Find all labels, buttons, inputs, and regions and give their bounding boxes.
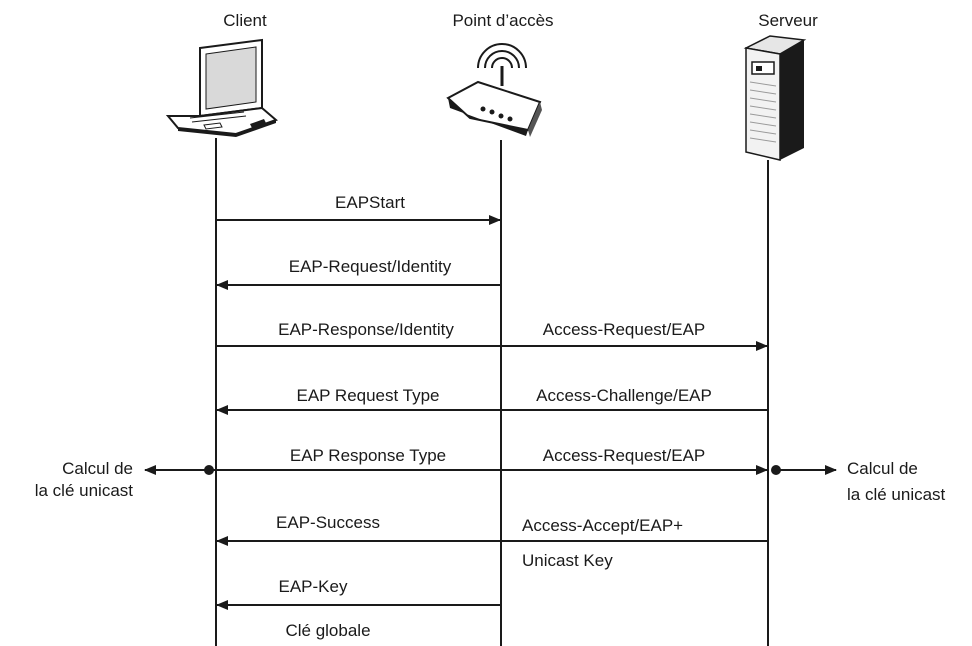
message-eap-request-identity-label: EAP-Request/Identity — [289, 257, 452, 276]
right-note-line1: Calcul de — [847, 459, 918, 478]
message-eap-response-type-label: EAP Response Type — [290, 446, 446, 465]
left-key-calc-dot — [204, 465, 214, 475]
left-note-line2: la clé unicast — [35, 481, 134, 500]
message-unicast-key-label: Unicast Key — [522, 551, 613, 570]
participant-ap-label: Point d’accès — [452, 11, 553, 30]
message-access-request-label-1: Access-Request/EAP — [543, 320, 706, 339]
server-tower-icon — [743, 35, 807, 161]
message-eap-response-identity-label: EAP-Response/Identity — [278, 320, 454, 339]
participant-client-label: Client — [223, 11, 267, 30]
message-access-accept-label: Access-Accept/EAP+ — [522, 516, 683, 535]
right-key-calc-dot — [771, 465, 781, 475]
left-note-line1: Calcul de — [62, 459, 133, 478]
message-global-key-note: Clé globale — [285, 621, 370, 640]
wireless-access-point-icon — [446, 43, 542, 137]
message-access-request-label-2: Access-Request/EAP — [543, 446, 706, 465]
participant-server-label: Serveur — [758, 11, 818, 30]
message-eapstart-label: EAPStart — [335, 193, 405, 212]
message-access-challenge-label: Access-Challenge/EAP — [536, 386, 712, 405]
message-eap-request-type-label: EAP Request Type — [296, 386, 439, 405]
right-note-line2: la clé unicast — [847, 485, 946, 504]
laptop-icon — [165, 38, 278, 137]
message-eap-key-label: EAP-Key — [279, 577, 348, 596]
message-eap-success-label: EAP-Success — [276, 513, 380, 532]
